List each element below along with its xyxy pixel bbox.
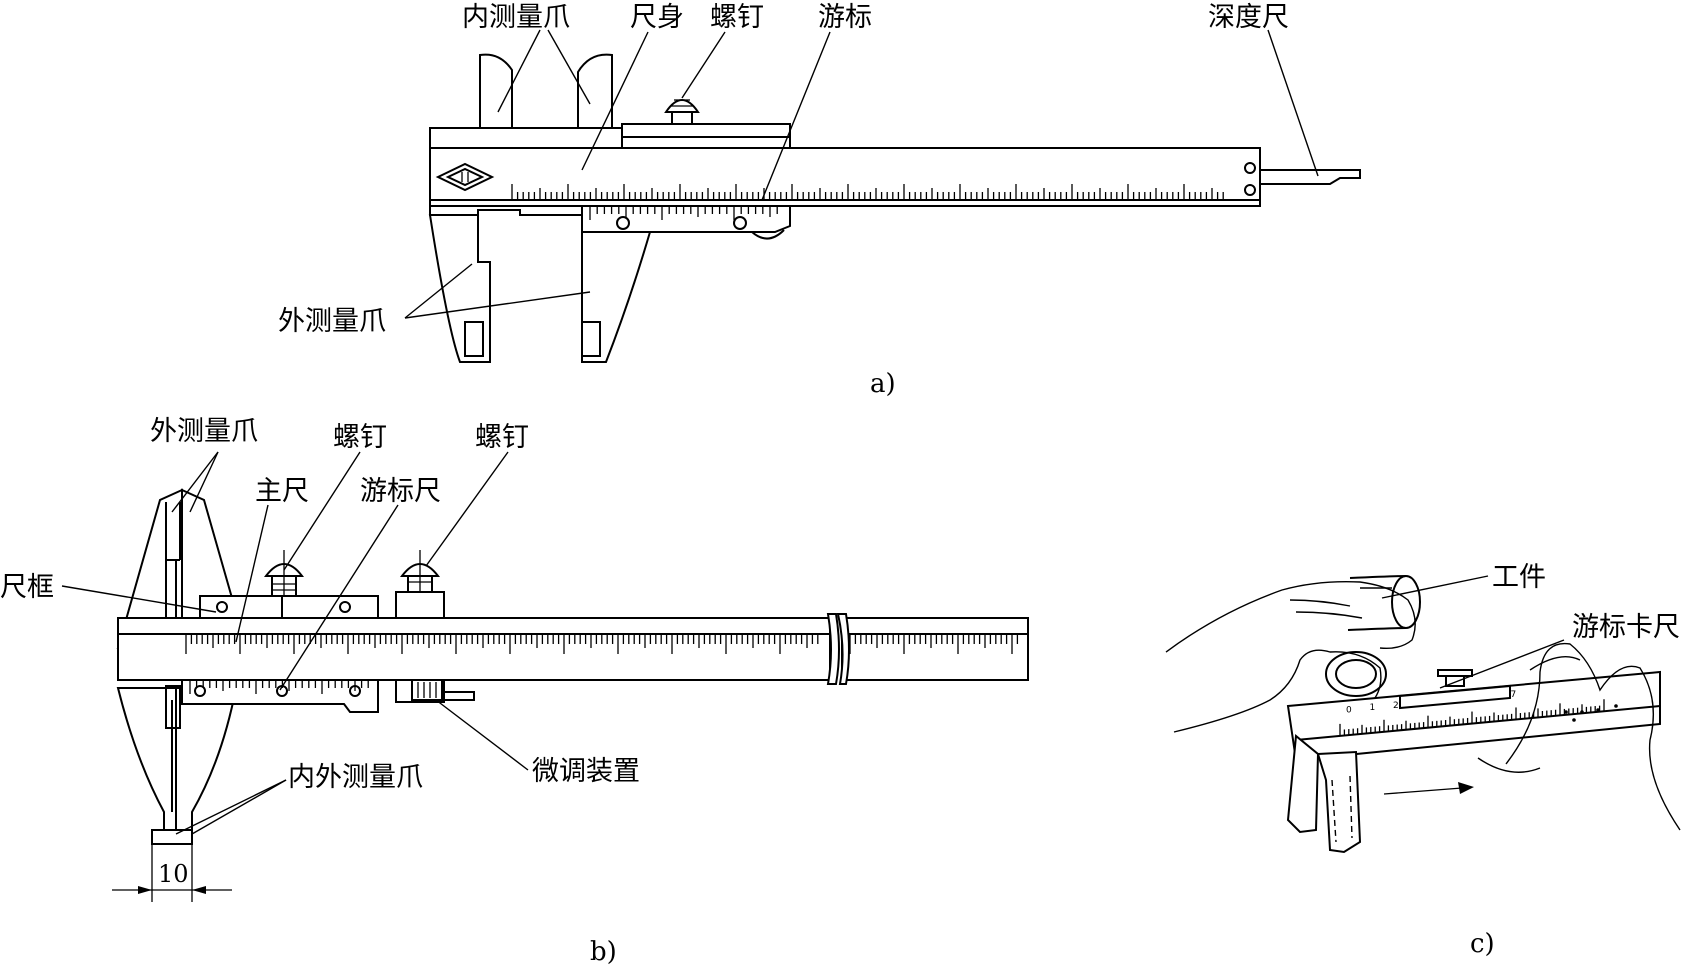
label-vernier-a: 游标 (818, 2, 872, 33)
vernier-bottom-shape (581, 205, 791, 233)
label-caliper-c: 游标卡尺 (1572, 612, 1680, 643)
label-screw-a: 螺钉 (710, 2, 764, 33)
label-screw-left-b: 螺钉 (333, 422, 387, 453)
jaw-c-outer (1286, 734, 1320, 834)
screw-knob-c-icon (1437, 669, 1473, 687)
outer-jaw-moving-shape (581, 231, 652, 363)
screw-knob-left-icon (263, 550, 305, 597)
label-main-scale-b: 主尺 (255, 476, 309, 507)
logo-diamond-icon (435, 162, 495, 192)
figure-b-caliper: 10 外测量爪 螺钉 螺钉 主尺 游标尺 尺框 微调装置 内外测量爪 b) (0, 416, 1029, 966)
left-hand-lower-outline (1173, 649, 1382, 733)
main-beam-shape (429, 147, 1261, 207)
label-vernier-scale-b: 游标尺 (360, 476, 441, 507)
caption-a: a) (870, 369, 896, 399)
main-scale-ticks-c (1339, 699, 1605, 736)
right-hand-outline (1505, 642, 1681, 831)
label-inner-outer-jaw-b: 内外测量爪 (288, 762, 423, 793)
label-inner-jaw-a: 内测量爪 (462, 2, 570, 33)
label-outer-jaw-b: 外测量爪 (150, 416, 258, 447)
figure-a-caliper: 内测量爪 尺身 螺钉 游标 深度尺 外测量爪 a) (278, 2, 1361, 399)
inner-jaw-fixed-shape (479, 53, 513, 129)
depth-rod-shape (1260, 169, 1361, 185)
label-frame-b: 尺框 (0, 572, 54, 603)
dimension-10: 10 (112, 829, 232, 902)
label-workpiece-c: 工件 (1492, 562, 1546, 593)
label-fine-adjust-b: 微调装置 (532, 756, 640, 787)
screw-knob-icon (664, 99, 700, 125)
figure-a-leaders (404, 29, 1319, 319)
caption-b: b) (590, 937, 617, 966)
label-main-body-a: 尺身 (630, 2, 684, 33)
workpiece-shape (1347, 575, 1421, 631)
bottom-jaw-left-b (116, 687, 177, 831)
label-screw-right-b: 螺钉 (475, 422, 529, 453)
scale-digit-c: 2 (1393, 701, 1399, 711)
figure-c-leaders (1381, 575, 1565, 689)
scale-digit-c: 0 (1346, 705, 1352, 715)
left-hand-outline (1165, 581, 1416, 653)
screw-knob-right-icon (399, 550, 441, 593)
main-scale-ticks-b (185, 634, 1019, 654)
main-scale-ticks-a (511, 184, 1224, 200)
dimension-label: 10 (158, 860, 189, 888)
main-beam-b-right (841, 617, 1029, 681)
label-depth-rod-a: 深度尺 (1208, 2, 1289, 33)
direction-arrow-icon (1383, 782, 1474, 795)
figure-c-usage: 01234567 工件 游标卡尺 c) (1165, 562, 1681, 959)
jaw-c-inner (1316, 750, 1362, 854)
inner-jaw-moving-shape (577, 53, 613, 129)
scale-digit-c: 1 (1370, 703, 1376, 713)
label-outer-jaw-a: 外测量爪 (278, 306, 386, 337)
beam-hole-upper (1244, 162, 1256, 174)
beam-break-mark (826, 613, 840, 685)
thumb-wheel-shape (751, 229, 785, 240)
main-beam-b-left (117, 617, 831, 681)
vernier-ticks-b (189, 680, 369, 694)
scale-digit-c: 7 (1511, 690, 1517, 700)
vernier-ticks-a (589, 206, 778, 220)
beam-hole-lower (1244, 184, 1256, 196)
caption-c: c) (1470, 929, 1495, 959)
caliper-beam-c (1286, 670, 1661, 762)
figure-b-leaders (61, 451, 529, 835)
outer-jaw-fixed-shape (428, 214, 491, 363)
